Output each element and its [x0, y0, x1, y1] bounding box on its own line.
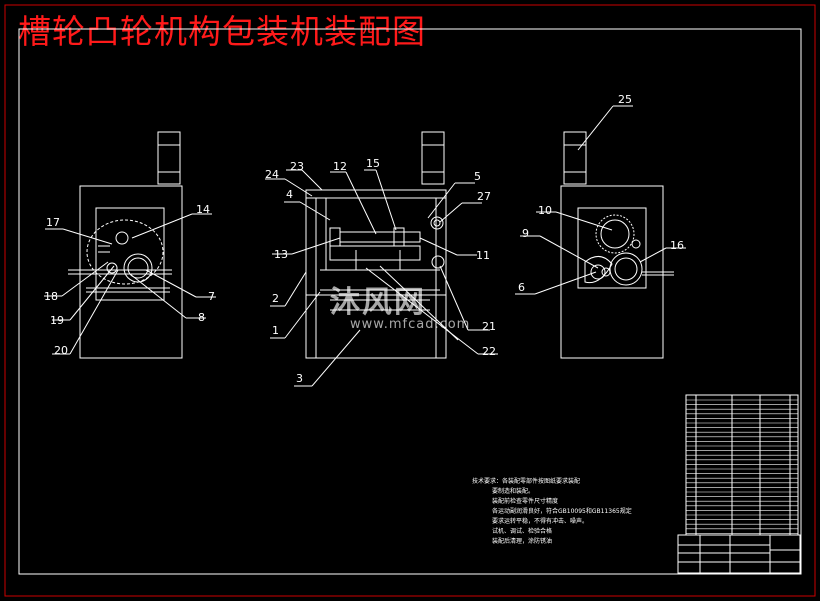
part-label-23: 23: [290, 160, 304, 173]
part-label-17: 17: [46, 216, 60, 229]
drawing-title: 槽轮凸轮机构包装机装配图: [18, 12, 426, 51]
part-label-7: 7: [208, 290, 215, 303]
part-label-12: 12: [333, 160, 347, 173]
part-label-9: 9: [522, 227, 529, 240]
part-label-16: 16: [670, 239, 684, 252]
part-label-19: 19: [50, 314, 64, 327]
part-label-27: 27: [477, 190, 491, 203]
note-line: 试机、调试、检验合格: [492, 528, 553, 535]
right-view: [560, 131, 674, 359]
center-view: [305, 131, 447, 359]
part-label-5: 5: [474, 170, 481, 183]
parts-list: [685, 394, 799, 536]
parts-list-rows: [686, 399, 798, 534]
part-label-11: 11: [476, 249, 490, 262]
part-label-15: 15: [366, 157, 380, 170]
watermark-url: www.mfcad.com: [350, 317, 471, 332]
part-label-3: 3: [296, 372, 303, 385]
drawing-frame: [18, 28, 802, 575]
part-label-21: 21: [482, 320, 496, 333]
left-view: [68, 131, 183, 359]
note-line: 装配前检查零件尺寸精度: [492, 498, 559, 505]
part-label-25: 25: [618, 93, 632, 106]
part-label-22: 22: [482, 345, 496, 358]
part-label-6: 6: [518, 281, 525, 294]
part-label-4: 4: [286, 188, 293, 201]
note-line: 要求运转平稳，不得有冲击、噪声。: [492, 518, 589, 525]
outer-border: [4, 4, 816, 597]
part-label-8: 8: [198, 311, 205, 324]
part-label-13: 13: [274, 248, 288, 261]
part-label-2: 2: [272, 292, 279, 305]
title-block: [677, 534, 801, 574]
part-label-1: 1: [272, 324, 279, 337]
watermark: 沐风网 www.mfcad.com: [330, 277, 470, 332]
part-label-20: 20: [54, 344, 68, 357]
part-label-14: 14: [196, 203, 210, 216]
note-line: 装配后清理，涂防锈油: [492, 538, 553, 545]
part-label-10: 10: [538, 204, 552, 217]
technical-notes: 技术要求：各装配零部件按图纸要求装配 要制造和装配。 装配前检查零件尺寸精度 各…: [472, 477, 672, 547]
note-line: 要制造和装配。: [492, 488, 535, 495]
part-label-24: 24: [265, 168, 279, 181]
watermark-text: 沐风网: [330, 285, 426, 320]
part-label-18: 18: [44, 290, 58, 303]
note-line: 各运动副润滑良好，符合GB10095和GB11365规定: [492, 508, 632, 515]
part-number-labels: 1234567891011121314151617181920212223242…: [44, 93, 684, 385]
leader-lines: [44, 105, 686, 387]
note-line: 技术要求：各装配零部件按图纸要求装配: [472, 478, 581, 485]
